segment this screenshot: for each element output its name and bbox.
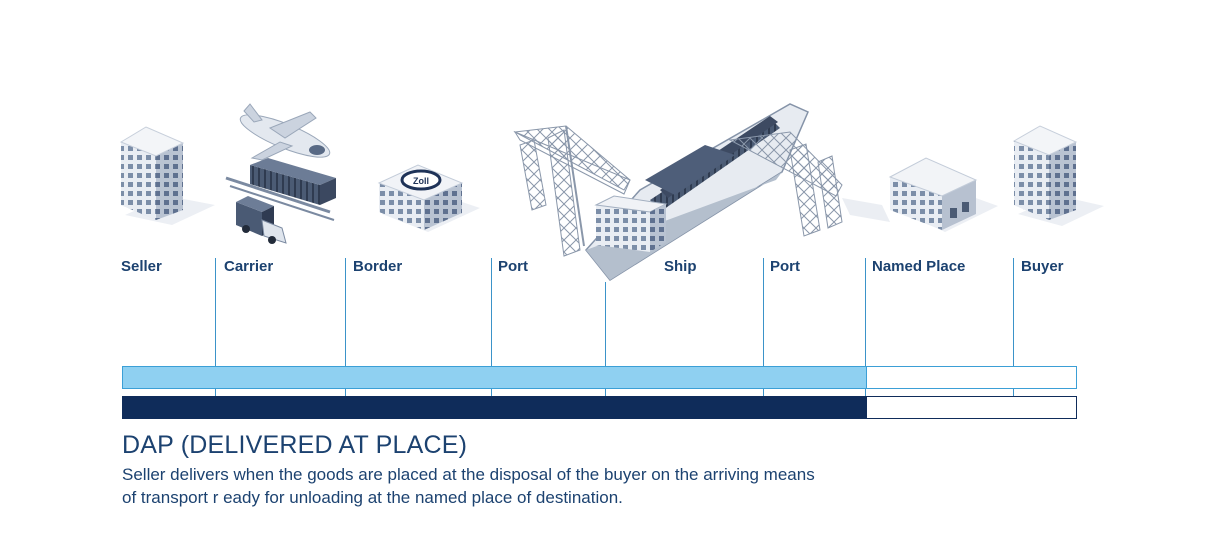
label-port-destination: Port [770, 258, 800, 275]
divider-carrier-border [345, 258, 346, 396]
seller-building-icon [119, 126, 215, 225]
divider-named-place-buyer [1013, 258, 1014, 396]
label-border: Border [353, 258, 403, 275]
carrier-transport-icon [225, 103, 336, 244]
incoterm-description: Seller delivers when the goods are place… [122, 463, 1002, 509]
risk-bar-seller-portion [122, 366, 867, 389]
label-carrier: Carrier [224, 258, 274, 275]
label-ship: Ship [664, 258, 697, 275]
port-right-crane-icon [728, 131, 890, 237]
divider-port-named-place [865, 258, 866, 396]
buyer-building-icon [1012, 125, 1104, 226]
customs-sign-text: Zoll [413, 176, 429, 186]
customs-building-icon: Zoll [377, 164, 480, 232]
cost-bar-seller-portion [122, 396, 867, 419]
divider-port-ship [605, 282, 606, 396]
divider-seller-carrier [215, 258, 216, 396]
label-named-place: Named Place [872, 258, 966, 275]
warehouse-icon [888, 157, 998, 232]
incoterm-title: DAP (DELIVERED AT PLACE) [122, 431, 468, 459]
label-port-origin: Port [498, 258, 528, 275]
divider-ship-port [763, 258, 764, 396]
divider-border-port [491, 258, 492, 396]
label-buyer: Buyer [1021, 258, 1064, 275]
label-seller: Seller [121, 258, 162, 275]
illustration-row: Zoll [119, 103, 1104, 281]
description-line-1: Seller delivers when the goods are place… [122, 465, 815, 484]
port-left-crane-icon [513, 125, 631, 257]
description-line-2: of transport r eady for unloading at the… [122, 488, 623, 507]
